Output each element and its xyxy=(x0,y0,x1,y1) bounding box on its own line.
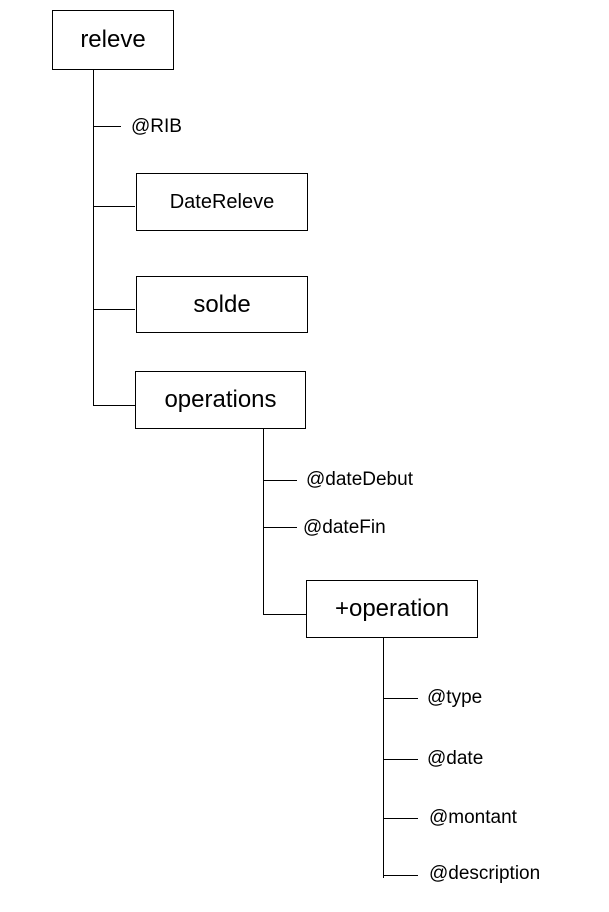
operation-connector-montant xyxy=(383,818,418,819)
attribute-type: @type xyxy=(427,687,483,708)
attribute-montant: @montant xyxy=(429,807,517,828)
attribute-description: @description xyxy=(429,863,541,884)
operation-connector-trunk xyxy=(383,637,384,878)
node-operation: +operation xyxy=(306,580,478,638)
attribute-datefin: @dateFin xyxy=(303,517,386,538)
node-releve-label: releve xyxy=(80,26,146,53)
node-operations-label: operations xyxy=(164,386,277,413)
root-connector-trunk xyxy=(93,69,94,406)
node-operation-label: +operation xyxy=(334,595,450,622)
node-solde: solde xyxy=(136,276,308,333)
root-connector-operations xyxy=(93,405,135,406)
root-connector-solde xyxy=(93,309,135,310)
attribute-rib: @RIB xyxy=(131,116,182,137)
operation-connector-description xyxy=(383,875,418,876)
node-operations: operations xyxy=(135,371,306,429)
operation-connector-type xyxy=(383,698,418,699)
node-datereleve: DateReleve xyxy=(136,173,308,231)
node-datereleve-label: DateReleve xyxy=(169,190,275,213)
operations-connector-trunk xyxy=(263,428,264,615)
operations-connector-datedebut xyxy=(263,480,297,481)
operations-connector-datefin xyxy=(263,527,297,528)
root-connector-rib xyxy=(93,126,121,127)
root-connector-datereleve xyxy=(93,206,135,207)
attribute-datedebut: @dateDebut xyxy=(306,469,413,490)
attribute-date: @date xyxy=(427,748,484,769)
operation-connector-date xyxy=(383,759,418,760)
operations-connector-operation xyxy=(263,614,306,615)
node-releve: releve xyxy=(52,10,174,70)
node-solde-label: solde xyxy=(193,290,251,318)
